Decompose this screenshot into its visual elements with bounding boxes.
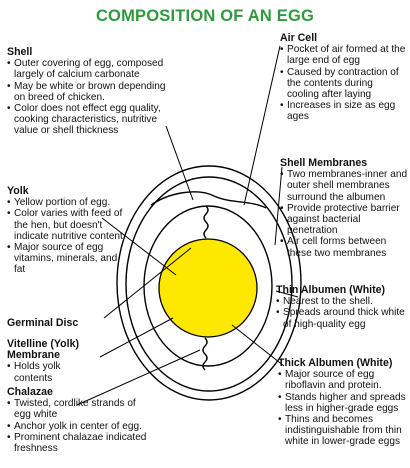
air-cell-heading: Air Cell [280,32,318,44]
chalazae-bullet: Prominent chalazae indicated freshness [7,432,155,454]
thick-albumen-heading: Thick Albumen (White) [278,357,393,369]
shell-membranes-bullet: Provide protective barrier against bacte… [280,203,408,237]
yolk-section: Yolk Yellow portion of egg. Color varies… [7,185,129,276]
thin-albumen-bullet: Spreads around thick white of high-quali… [276,307,406,329]
shell-bullet: Outer covering of egg, composed largely … [7,58,177,80]
yolk-heading: Yolk [7,185,29,197]
shell-bullet: Color does not effect egg quality, cooki… [7,103,177,137]
egg-shell-outline [116,165,302,401]
vitelline-bullet: Holds yolk contents [7,361,99,383]
thick-albumen-bullet: Stands higher and spreads less in higher… [278,392,406,414]
thick-albumen-bullet: Major source of egg riboflavin and prote… [278,369,406,391]
shell-leader [165,125,194,201]
shell-membrane-outline [125,176,293,392]
air-cell-outline [150,191,267,209]
diagram-title: COMPOSITION OF AN EGG [95,7,315,25]
shell-membranes-heading: Shell Membranes [280,157,368,169]
thick-albumen-bullet: Thins and becomes indistinguishable from… [278,414,406,448]
air-cell-bullet: Caused by contraction of the contents du… [280,67,406,101]
germinal-disc-leader [103,247,192,319]
yolk-bullet: Color varies with feed of the hen, but d… [7,208,129,242]
chalazae-leader [76,349,201,406]
lower-chalaza [202,337,208,371]
thick-albumen-section: Thick Albumen (White) Major source of eg… [278,357,406,448]
vitelline-leader [99,317,174,358]
thin-albumen-heading: Thin Albumen (White) [276,284,386,296]
air-cell-bullet: Increases in size as egg ages [280,100,406,122]
shell-heading: Shell [7,46,33,58]
upper-chalaza [203,205,209,239]
yolk-bullet: Yellow portion of egg. [7,197,129,208]
chalazae-section: Chalazae Twisted, cordlike strands of eg… [7,386,155,454]
shell-membranes-section: Shell Membranes Two membranes-inner and … [280,157,408,259]
shell-section: Shell Outer covering of egg, composed la… [7,46,177,137]
air-cell-section: Air Cell Pocket of air formed at the lar… [280,32,406,123]
yolk-bullet: Major source of egg vitamins, minerals, … [7,242,129,276]
chalazae-bullet: Twisted, cordlike strands of egg white [7,398,155,420]
vitelline-heading: Vitelline (Yolk) Membrane [7,338,80,362]
air-cell-bullet: Pocket of air formed at the large end of… [280,44,406,66]
germinal-disc-label: Germinal Disc [7,317,79,329]
thin-albumen-bullet: Nearest to the shell. [276,296,406,307]
shell-membranes-bullet: Two membranes-inner and outer shell memb… [280,169,408,203]
chalazae-heading: Chalazae [7,386,53,398]
yolk-circle [158,238,258,338]
shell-bullet: May be white or brown depending on breed… [7,81,177,103]
vitelline-section: Vitelline (Yolk) Membrane Holds yolk con… [7,338,99,384]
thin-albumen-section: Thin Albumen (White) Nearest to the shel… [276,284,406,330]
air-cell-leader [243,45,281,206]
shell-membranes-bullet: Air cell forms between these two membran… [280,236,408,258]
chalazae-bullet: Anchor yolk in center of egg. [7,421,155,432]
thick-albumen-leader [231,324,285,367]
